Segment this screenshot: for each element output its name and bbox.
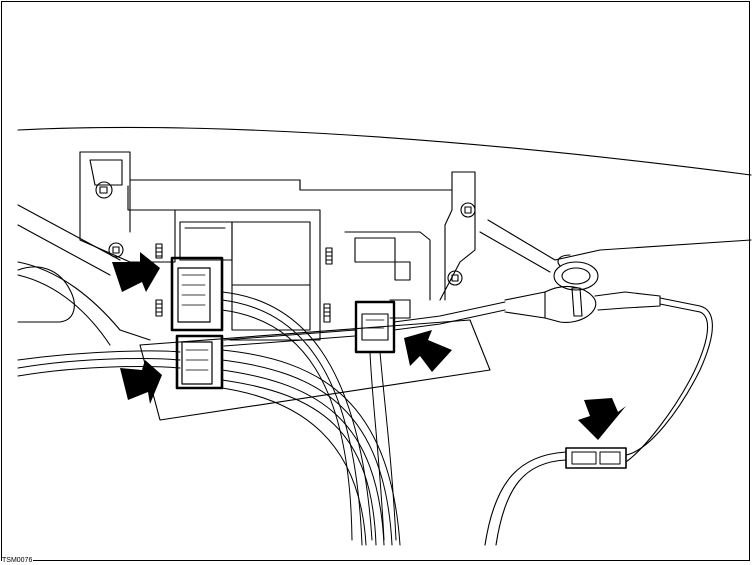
body-panel-edge (17, 126, 752, 346)
arrow-icon-upper-left (112, 252, 160, 292)
arrow-icon-lower-right (578, 398, 626, 440)
connector-icon-upper-left (170, 256, 224, 332)
stud-icon-3 (323, 303, 331, 323)
arrow-icon-lower-left (120, 360, 162, 404)
wiring-harness (17, 291, 506, 546)
module-housing (139, 209, 491, 421)
screw-icon-4 (447, 270, 463, 286)
stud-icon-4 (155, 299, 163, 317)
connector-icon-lower-right (565, 447, 627, 469)
connector-icon-center-right (354, 300, 396, 354)
screw-icon-3 (460, 202, 476, 218)
lower-right-lead (484, 305, 713, 546)
figure-reference-code: TSM0076 (2, 557, 34, 565)
stud-icon-2 (325, 247, 333, 265)
inline-connector-boot (504, 286, 701, 323)
screw-icon-1 (95, 181, 113, 199)
arrow-icon-center-right (404, 330, 452, 372)
grommet-icon (553, 254, 599, 291)
screw-icon-2 (108, 242, 124, 258)
stud-icon-1 (155, 243, 163, 259)
connector-icon-lower-left (175, 334, 224, 390)
